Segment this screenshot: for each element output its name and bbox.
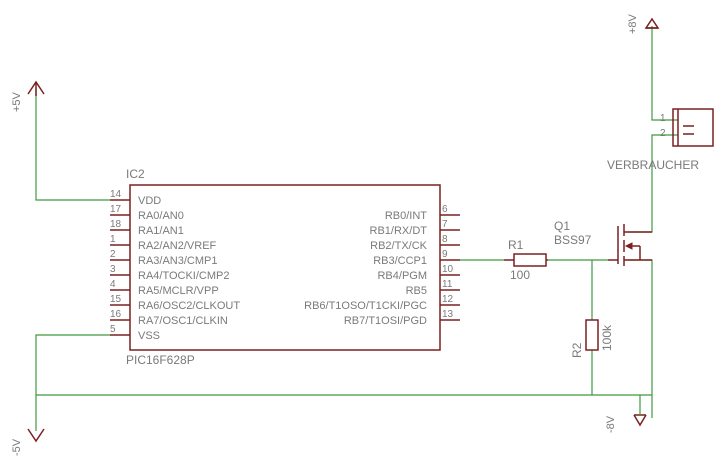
connector-pin-1: 1 [660,113,666,124]
pin-label: RB3/CCP1 [373,255,427,267]
connector-pin-2: 2 [660,128,666,139]
pin-label: RA6/OSC2/CLKOUT [138,300,240,312]
pin-label: RA0/AN0 [138,210,184,222]
pin-number: 1 [110,234,116,245]
connector-body [672,108,714,147]
pin-label: RA1/AN1 [138,225,184,237]
resistor-value: 100k [600,324,614,351]
mosfet-value: BSS97 [554,233,592,247]
pin-number: 14 [110,189,122,200]
supply-label: -5V [11,438,23,456]
resistor-name: R1 [508,238,524,252]
pin-label: RB7/T1OSI/PGD [344,315,427,327]
triangle-down-icon [633,414,647,427]
supply-plus8: +8V [627,13,660,34]
pin-label: RA5/MCLR/VPP [138,285,219,297]
supply-label: -8V [605,415,617,433]
ic-left-pins: 14VDD17RA0/AN018RA1/AN11RA2/AN2/VREF2RA3… [110,189,240,342]
pin-number: 9 [442,249,448,260]
resistor-name: R2 [570,342,584,358]
pin-label: RB1/RX/DT [370,225,428,237]
pin-number: 6 [442,204,448,215]
pin-number: 16 [110,309,122,320]
ic-pic16f628p[interactable]: IC2 PIC16F628P 14VDD17RA0/AN018RA1/AN11R… [110,167,460,367]
net-source-minus8 [628,259,653,418]
net-plus8-load [651,26,678,121]
ic-right-pins: 6RB0/INT7RB1/RX/DT8RB2/TX/CK9RB3/CCP110R… [304,204,460,327]
pin-number: 8 [442,234,448,245]
resistor-r1[interactable]: R1 100 [504,238,548,282]
ic-value: PIC16F628P [126,353,195,367]
supply-label: +8V [627,13,639,34]
pin-label: RA3/AN3/CMP1 [138,255,217,267]
net-plus5-vdd [35,88,110,201]
pin-label: RA2/AN2/VREF [138,240,217,252]
ic-name: IC2 [126,167,145,181]
resistor-value: 100 [510,268,530,282]
net-drain-load [628,134,678,233]
pin-label: VDD [138,195,161,207]
pin-number: 7 [442,219,448,230]
supply-label: +5V [11,91,23,112]
pin-number: 13 [442,309,454,320]
wires [35,26,678,431]
resistor-body [513,253,547,267]
pin-number: 4 [110,279,116,290]
resistor-r2[interactable]: R2 100k [570,319,614,358]
pin-number: 17 [110,204,122,215]
arrow-up-icon [27,80,45,95]
pin-label: RB4/PGM [377,270,427,282]
pin-number: 5 [110,324,116,335]
mosfet-q1[interactable]: Q1 BSS97 [554,219,652,266]
pin-label: RB6/T1OSO/T1CKI/PGC [304,300,427,312]
ic-body [129,184,441,351]
pin-number: 3 [110,264,116,275]
pin-number: 12 [442,294,454,305]
arrow-down-icon [27,428,45,443]
pin-label: RB5 [406,285,427,297]
pin-label: RA4/TOCKI/CMP2 [138,270,230,282]
supply-plus5: +5V [11,80,45,112]
pin-number: 2 [110,249,116,260]
pin-label: RA7/OSC1/CLKIN [138,315,228,327]
pin-label: RB2/TX/CK [370,240,428,252]
connector-name: VERBRAUCHER [607,158,699,172]
pin-label: RB0/INT [385,210,427,222]
net-vss [35,334,110,431]
pin-number: 10 [442,264,454,275]
supply-minus8: -8V [605,395,647,433]
connector-verbraucher[interactable]: 1 2 VERBRAUCHER [607,108,714,172]
resistor-body [585,319,599,351]
supply-minus5: -5V [11,428,45,456]
pin-number: 11 [442,279,453,290]
pin-number: 15 [110,294,122,305]
mosfet-name: Q1 [554,219,570,233]
pin-label: VSS [138,330,160,342]
arrow-left-icon [624,242,633,250]
pin-number: 18 [110,219,122,230]
